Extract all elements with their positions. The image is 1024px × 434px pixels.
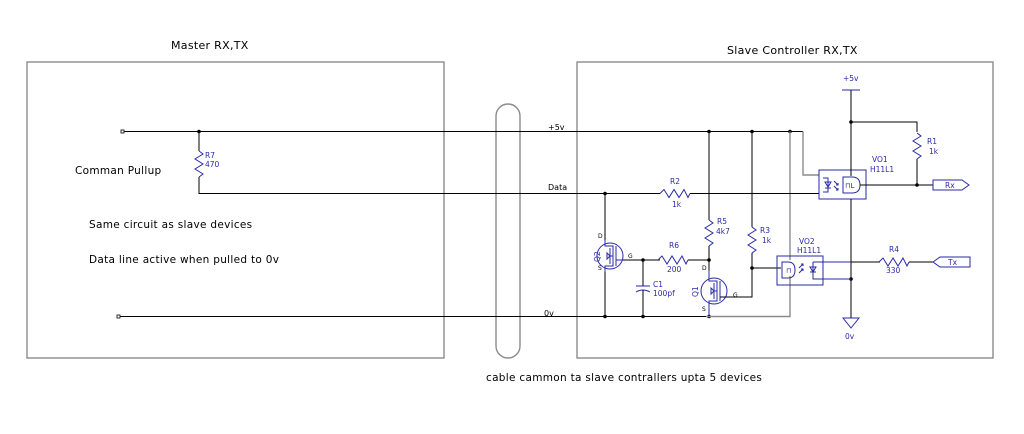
junction: [915, 183, 919, 187]
r2-gap: [660, 188, 690, 198]
q2-pin-s: S: [598, 265, 602, 272]
r1-top-lead: [851, 121, 918, 132]
master-box: [26, 61, 445, 359]
q2-ref: Q2: [593, 251, 602, 262]
vo2-ground-wire: [706, 276, 791, 318]
tx-port-label: Tx: [947, 258, 958, 267]
plus5v-terminal: [120, 129, 125, 134]
vo2-ref: VO2: [799, 237, 815, 246]
r5-resistor: [704, 219, 714, 247]
r4-resistor: [878, 257, 910, 267]
r3-resistor: [747, 226, 757, 254]
tx-port: [932, 256, 971, 268]
data-active-note: Data line active when pulled to 0v: [89, 254, 279, 266]
c1-value: 100pf: [653, 289, 675, 298]
junction: [197, 129, 201, 134]
r7-ref: R7: [205, 151, 215, 160]
slave-title: Slave Controller RX,TX: [727, 44, 858, 57]
q1-pin-s: S: [702, 306, 706, 313]
c1-ref: C1: [653, 280, 663, 289]
ground-symbol: [841, 317, 861, 329]
q1-pin-d: D: [702, 265, 707, 272]
junction: [603, 314, 607, 319]
same-circuit-note: Same circuit as slave devices: [89, 219, 252, 231]
q1-ref: Q1: [691, 286, 700, 297]
vo2-value: H11L1: [797, 246, 821, 255]
svg-text:⊓L: ⊓L: [845, 182, 854, 190]
vo1-led-wire: [802, 131, 819, 176]
r1-resistor: [912, 132, 922, 160]
vo1-ref: VO1: [872, 155, 888, 164]
r2-value: 1k: [672, 200, 682, 209]
r2-ref: R2: [670, 177, 680, 186]
vo2-optocoupler: ⊓: [776, 255, 862, 286]
data-wire: [198, 177, 695, 194]
net-label-data: Data: [548, 183, 567, 192]
r6-resistor: [657, 255, 689, 265]
r6-value: 200: [667, 265, 682, 274]
rail-plus5v-label: +5v: [843, 74, 859, 83]
q1-mosfet: [700, 270, 728, 317]
cable-note: cable cammon ta slave contrallers upta 5…: [486, 372, 762, 384]
net-label-plus5v: +5v: [548, 123, 565, 132]
rx-port-label: Rx: [945, 181, 955, 190]
q1-pin-g: G: [733, 292, 738, 299]
r6-ref: R6: [669, 241, 679, 250]
r5-ref: R5: [717, 217, 727, 226]
q2-pin-d: D: [598, 233, 603, 240]
rx-port: [932, 179, 970, 191]
cable-bundle: [495, 103, 521, 359]
slave-box: [576, 61, 994, 359]
svg-text:⊓: ⊓: [786, 267, 791, 275]
vo1-optocoupler: ⊓L: [818, 169, 867, 200]
q1-gate-wire: [720, 268, 753, 298]
pullup-note: Comman Pullup: [75, 165, 162, 177]
r5-value: 4k7: [716, 227, 730, 236]
r4-value: 330: [886, 266, 901, 275]
master-title: Master RX,TX: [171, 39, 249, 52]
q2-mosfet: [596, 240, 624, 272]
r4-ref: R4: [889, 245, 899, 254]
r3-value: 1k: [762, 236, 772, 245]
junction: [641, 314, 645, 319]
ground-label: 0v: [845, 332, 855, 341]
r1-ref: R1: [927, 137, 937, 146]
r1-value: 1k: [929, 147, 939, 156]
zero-v-terminal: [116, 314, 121, 319]
r3-ref: R3: [760, 226, 770, 235]
r7-value: 470: [205, 160, 220, 169]
vo1-value: H11L1: [870, 165, 894, 174]
r7-resistor: [194, 150, 204, 178]
net-label-0v: 0v: [544, 309, 554, 318]
q2-pin-g: G: [628, 253, 633, 260]
